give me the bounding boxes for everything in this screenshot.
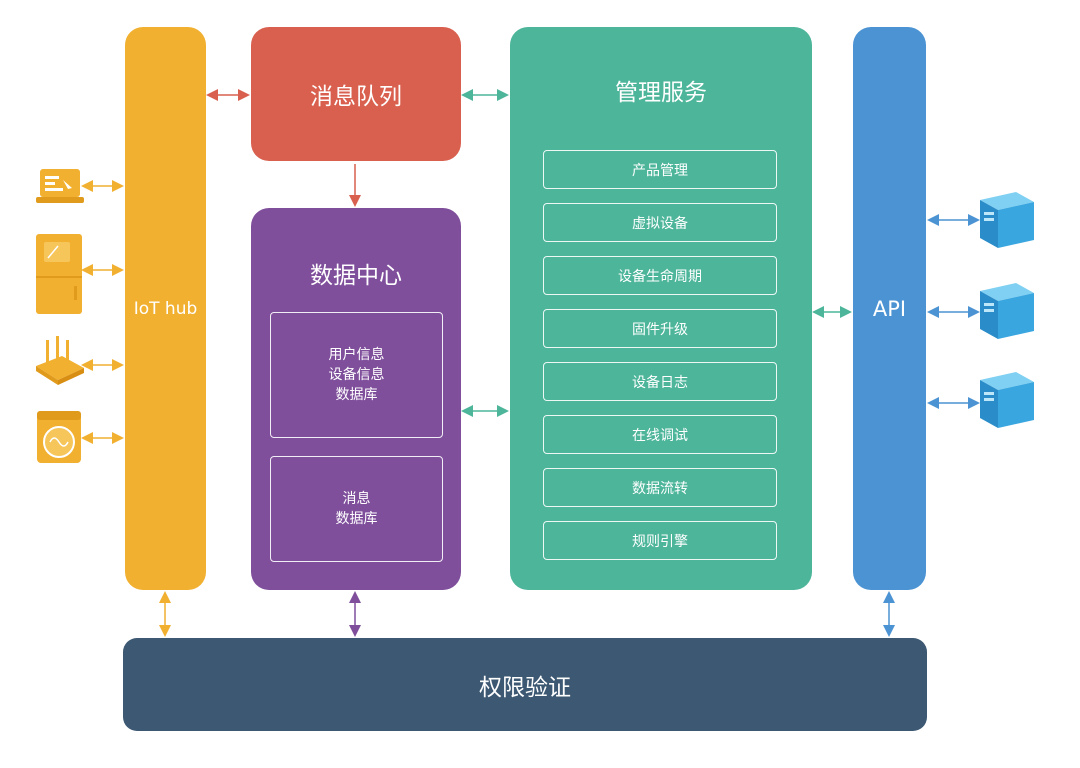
service-item: 产品管理	[543, 150, 777, 189]
message-queue-block: 消息队列	[251, 27, 461, 161]
server-icon	[980, 372, 1034, 428]
auth-label: 权限验证	[479, 674, 571, 701]
service-item: 数据流转	[543, 468, 777, 507]
user-device-database-box: 用户信息 设备信息 数据库	[270, 312, 443, 438]
data-center-block: 数据中心 用户信息 设备信息 数据库 消息 数据库	[251, 208, 461, 590]
server-icon	[980, 283, 1034, 339]
auth-block: 权限验证	[123, 638, 927, 731]
server-icon	[980, 192, 1034, 248]
refrigerator-icon	[36, 234, 82, 314]
api-label: API	[872, 296, 907, 321]
laptop-icon	[36, 169, 84, 203]
iot-hub-block: IoT hub	[125, 27, 206, 590]
service-item: 虚拟设备	[543, 203, 777, 242]
service-item: 固件升级	[543, 309, 777, 348]
management-service-title: 管理服务	[615, 80, 707, 106]
data-center-title: 数据中心	[310, 263, 402, 289]
service-item: 设备日志	[543, 362, 777, 401]
router-icon	[36, 336, 84, 385]
service-item: 设备生命周期	[543, 256, 777, 295]
washing-machine-icon	[37, 411, 81, 463]
api-block: API	[853, 27, 926, 590]
iot-hub-label: IoT hub	[133, 298, 198, 319]
message-queue-label: 消息队列	[310, 84, 402, 110]
service-item: 在线调试	[543, 415, 777, 454]
message-database-box: 消息 数据库	[270, 456, 443, 562]
management-service-block: 管理服务 产品管理 虚拟设备 设备生命周期 固件升级 设备日志 在线调试 数据流…	[510, 27, 812, 590]
service-item: 规则引擎	[543, 521, 777, 560]
